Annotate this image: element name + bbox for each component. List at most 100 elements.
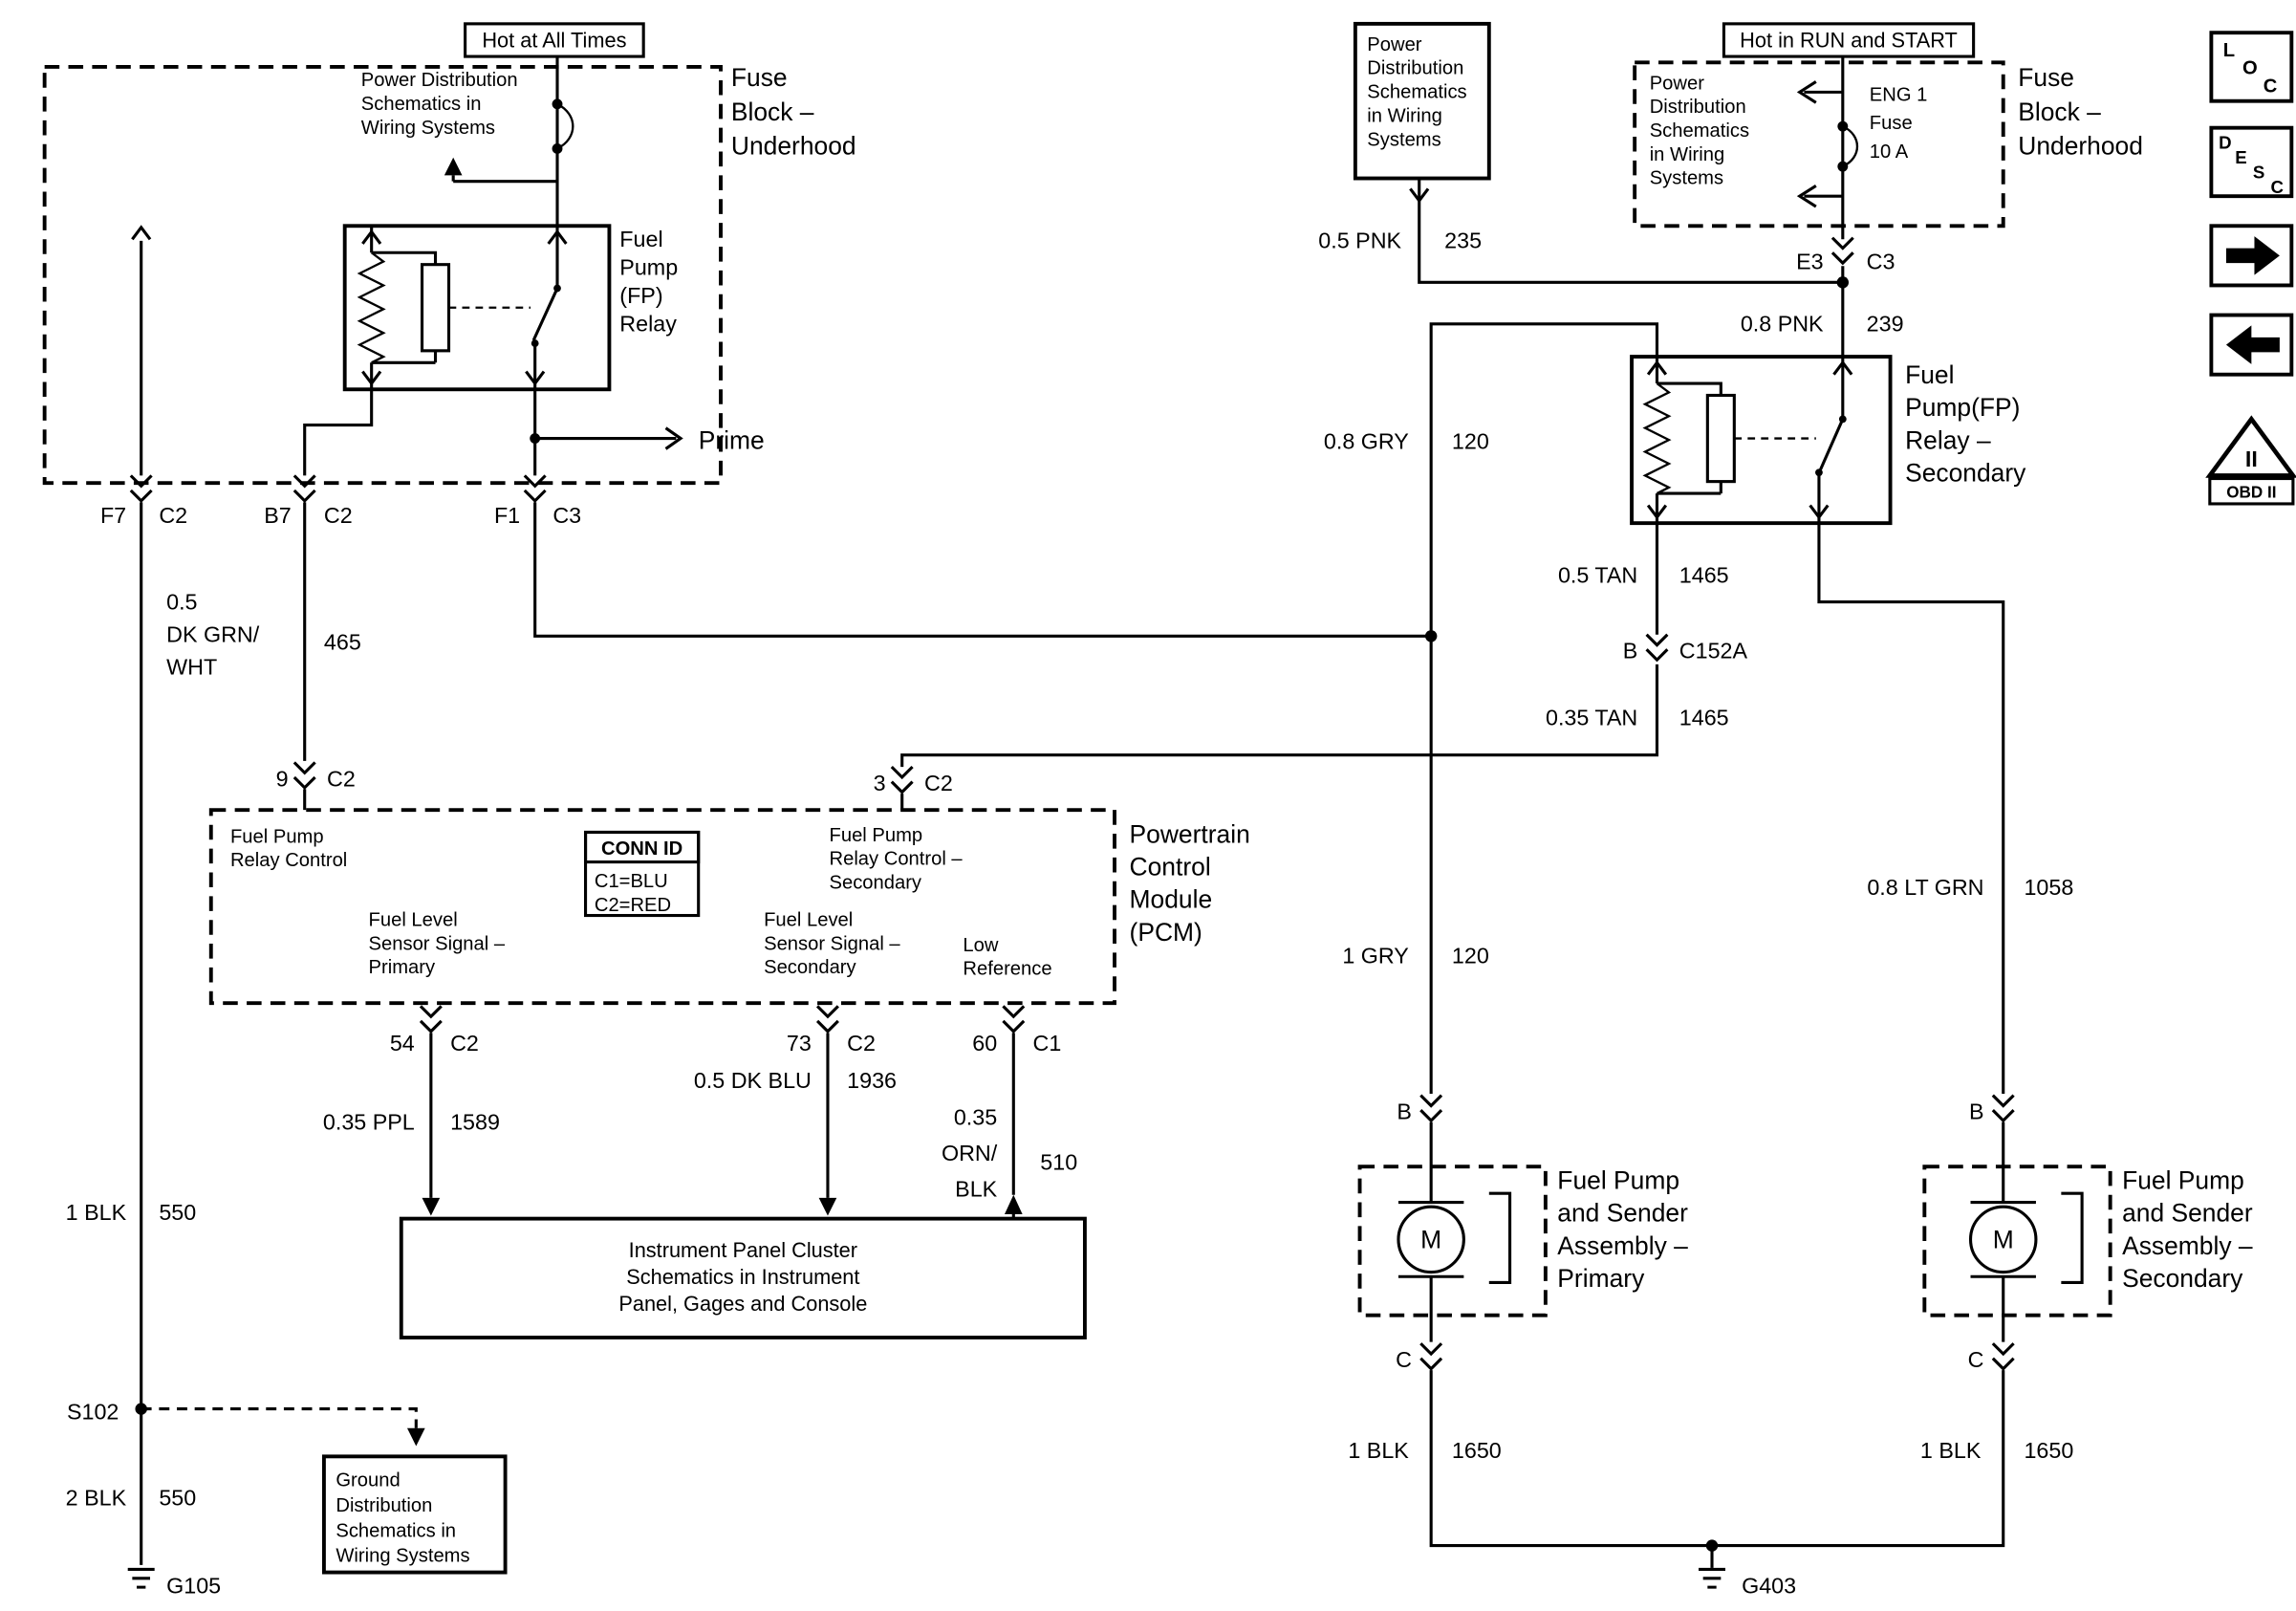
wire-circuit-label: 550: [159, 1200, 196, 1225]
pin-label: 3: [874, 771, 886, 795]
obd2-label: OBD II: [2226, 484, 2276, 502]
relay-coil-symbol: [420, 263, 451, 353]
fuse-terminal-dot: [1837, 120, 1849, 132]
relay-switch-pivot: [1838, 415, 1847, 424]
obd2-triangle-icon: [2205, 415, 2296, 478]
wire-color-label: 0.35 PPL: [323, 1109, 415, 1134]
pin-label: C: [1396, 1347, 1412, 1372]
pin-label: E3: [1796, 249, 1824, 273]
wire-circuit-label: 1465: [1679, 706, 1729, 730]
wire-dk-grn-wht-465: [303, 389, 374, 811]
back-button[interactable]: [2209, 313, 2294, 377]
pin-label: 73: [787, 1031, 812, 1056]
g403-ground-icon: [1699, 1567, 1725, 1589]
conn-label: C2: [327, 766, 356, 791]
wire-circuit-label: 120: [1452, 428, 1489, 453]
hot-at-all-times-banner: [464, 22, 645, 58]
wire-color-label: 0.5 PNK: [1318, 229, 1401, 253]
wire-color-label: 1 BLK: [66, 1200, 127, 1225]
junction-dot: [1424, 630, 1438, 642]
conn-label: C3: [1867, 249, 1895, 273]
relay-switch-contact: [1815, 468, 1823, 477]
cluster-box-outline: [399, 1216, 1087, 1339]
hot-in-run-start-label: Hot in RUN and START: [1740, 29, 1958, 53]
pin-label: F1: [494, 503, 520, 528]
conn-id-row2: C2=RED: [595, 895, 671, 916]
s102-label: S102: [67, 1399, 119, 1424]
pin-label: B: [1397, 1099, 1412, 1123]
wire-pump-secondary: [1712, 1121, 2005, 1548]
wire-color-label: 1 BLK: [1348, 1438, 1409, 1463]
wire-color-label: 0.8 LT GRN: [1867, 875, 1983, 900]
s102-reference-dashed-line: [141, 1407, 418, 1428]
conn-id-header: CONN ID: [601, 838, 682, 860]
wire-circuit-label: 120: [1452, 943, 1489, 968]
obd2-mark: II: [2245, 446, 2258, 471]
power-dist-ref-arrow-icon: [444, 157, 463, 176]
motor-m-label: M: [1993, 1226, 2014, 1254]
loc-letter: O: [2242, 58, 2258, 79]
fuse-terminal-dot: [1837, 161, 1849, 172]
arrow-down-icon: [818, 1197, 837, 1216]
obd2-indicator[interactable]: II OBD II: [2205, 415, 2296, 506]
motor-brush-bars: [1397, 1200, 1464, 1278]
pcm-outline: [208, 808, 1116, 1006]
relay-switch-symbol: [1817, 357, 1845, 524]
wiring: [135, 178, 2005, 1568]
pin-label: B: [1969, 1099, 1984, 1123]
wire-color-label: 1 BLK: [1920, 1438, 1982, 1463]
pin-label: B: [1623, 639, 1638, 664]
wire-circuit-label: 1936: [847, 1068, 897, 1093]
conn-label: C1: [1033, 1031, 1062, 1056]
relay-resistor-symbol: [357, 251, 386, 364]
conn-label: C2: [847, 1031, 876, 1056]
back-button-box[interactable]: [2209, 313, 2294, 377]
arrow-left-icon: [2225, 325, 2280, 364]
g105-label: G105: [166, 1573, 221, 1598]
loc-letter: L: [2223, 40, 2235, 61]
junction-dot: [530, 433, 541, 444]
g105-ground-icon: [127, 1567, 155, 1589]
wire-color-label: 1 GRY: [1342, 943, 1409, 968]
loc-button[interactable]: L O C: [2209, 31, 2294, 103]
wire-color-label: 0.5 DK BLU: [694, 1068, 812, 1093]
desc-button[interactable]: D E S C: [2209, 125, 2294, 199]
desc-button-box[interactable]: [2209, 125, 2294, 199]
next-button[interactable]: [2209, 224, 2294, 288]
wire-circuit-label: 465: [324, 629, 361, 654]
s102-splice-dot: [135, 1403, 147, 1415]
prime-connector: Prime: [664, 425, 765, 454]
motor-symbol: [1968, 1205, 2038, 1274]
junction-dot: [1705, 1539, 1719, 1552]
conn-label: C2: [324, 503, 353, 528]
desc-letter: E: [2235, 147, 2246, 167]
wire-circuit-label: 1465: [1679, 562, 1729, 587]
wire-circuit-label: 1058: [2024, 875, 2073, 900]
fuse-element-symbol: [556, 102, 574, 150]
wire-circuit-label: 1650: [2024, 1438, 2073, 1463]
junction-dot: [1836, 276, 1850, 289]
fuse-block-left-outline: [42, 65, 723, 486]
loc-letter: C: [2264, 76, 2278, 97]
loc-button-box[interactable]: [2209, 31, 2294, 103]
pin-label: F7: [100, 503, 126, 528]
motor-brush-bars: [1970, 1200, 2036, 1278]
relay-resistor-symbol: [1642, 382, 1672, 495]
conn-label: C3: [552, 503, 581, 528]
relay-coil-ties: [1655, 357, 1722, 524]
conn-id-table: [583, 830, 701, 918]
